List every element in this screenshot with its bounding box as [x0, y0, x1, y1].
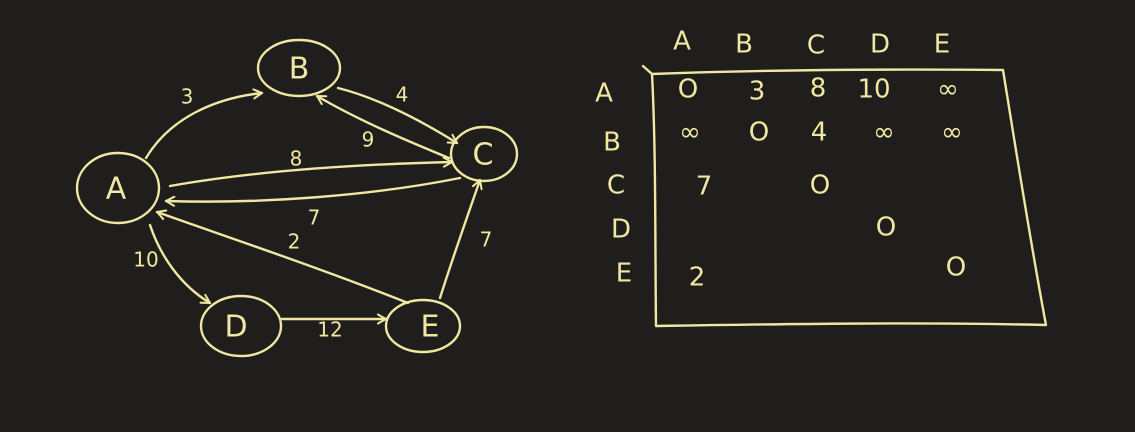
node-e: E	[384, 298, 462, 354]
node-a-circle	[75, 151, 161, 225]
edge-weights: 3 4 9 8 7 2 10 12 7	[133, 83, 492, 342]
weight-a-d: 10	[133, 248, 158, 272]
weight-c-a: 7	[308, 206, 321, 230]
matrix-row-a: O 3 8 10 ∞	[678, 74, 959, 107]
edge-e-a	[155, 212, 410, 305]
node-d-label: D	[224, 310, 247, 345]
node-c-label: C	[473, 138, 494, 173]
matrix-column-header: A	[673, 27, 691, 57]
weight-d-e: 12	[317, 318, 342, 342]
matrix-cell: O	[749, 118, 769, 148]
matrix-cell: ∞	[873, 118, 895, 148]
matrix-cell: O	[876, 213, 896, 243]
matrix-cell: 10	[857, 75, 890, 105]
node-a-label: A	[106, 172, 127, 207]
matrix-cell: 3	[749, 77, 766, 107]
node-b-label: B	[289, 52, 310, 87]
weight-c-b: 9	[362, 128, 375, 152]
matrix-cell: O	[810, 171, 830, 201]
graph-edges	[144, 86, 480, 319]
matrix-cell: ∞	[937, 75, 959, 105]
weight-a-c: 8	[290, 147, 303, 171]
edge-e-c	[438, 178, 480, 300]
matrix-column-headers: A B C D E	[673, 27, 950, 61]
matrix-row-b: ∞ O 4 ∞ ∞	[679, 118, 963, 148]
weight-a-b: 3	[181, 85, 194, 109]
node-c: C	[449, 125, 519, 183]
graph-nodes: A B C D E	[75, 38, 519, 358]
node-e-label: E	[421, 310, 440, 345]
matrix-row-header: D	[611, 215, 631, 245]
matrix-row-c: 7 O	[696, 171, 831, 202]
matrix-row-d: O	[876, 213, 896, 243]
matrix-column-header: E	[934, 30, 950, 60]
matrix-cell: 4	[811, 118, 828, 148]
matrix-cell: 2	[689, 263, 706, 293]
matrix-column-header: C	[807, 31, 825, 61]
weight-e-a: 2	[288, 230, 301, 254]
matrix-row-header: B	[603, 128, 621, 158]
edge-c-a	[164, 176, 462, 202]
node-d: D	[199, 294, 283, 358]
node-b: B	[256, 38, 342, 98]
matrix-cell: O	[946, 253, 966, 283]
node-d-circle	[199, 294, 283, 358]
weight-b-c: 4	[396, 83, 409, 107]
weight-e-c: 7	[480, 228, 493, 252]
matrix-column-header: B	[735, 30, 753, 60]
edge-a-b	[144, 93, 264, 160]
matrix-cell: ∞	[679, 118, 701, 148]
matrix-row-header: C	[607, 171, 625, 201]
matrix-cell: ∞	[941, 118, 963, 148]
matrix-row-e: 2 O	[689, 253, 967, 293]
edge-a-c	[168, 162, 454, 188]
matrix-frame	[641, 64, 1048, 328]
node-e-circle	[384, 298, 462, 354]
node-c-circle	[449, 125, 519, 183]
node-a: A	[75, 151, 161, 225]
matrix-row-header: E	[616, 259, 632, 289]
matrix-column-header: D	[870, 30, 890, 60]
matrix-row-header: A	[595, 79, 613, 109]
adjacency-matrix: A B C D E A B C D E O 3 8 10 ∞ ∞ O 4 ∞	[595, 27, 1048, 328]
node-b-circle	[256, 38, 342, 98]
matrix-cell: 7	[696, 172, 713, 202]
edge-c-b	[315, 94, 451, 160]
matrix-cell: 8	[810, 74, 827, 104]
matrix-row-headers: A B C D E	[595, 79, 632, 289]
edge-b-c	[336, 86, 459, 145]
edge-a-d	[148, 223, 212, 305]
matrix-cell: O	[678, 75, 698, 105]
